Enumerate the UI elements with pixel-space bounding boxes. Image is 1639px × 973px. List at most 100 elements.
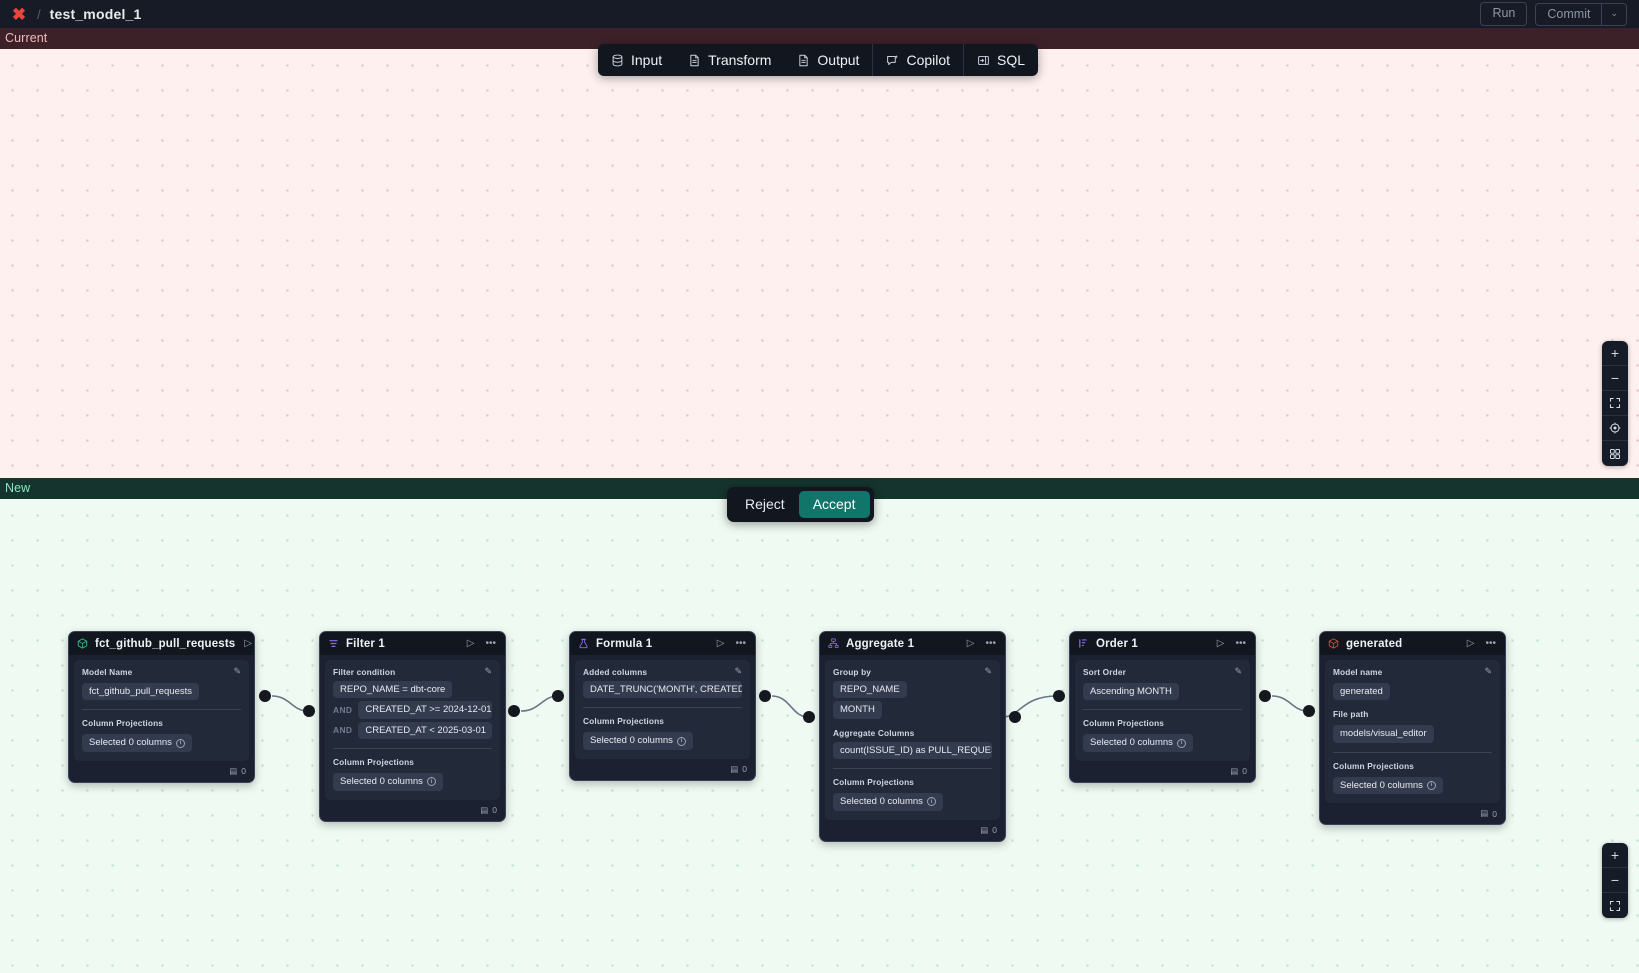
plus-icon[interactable]: + [1602,341,1628,366]
run-button[interactable]: Run [1480,1,1528,27]
app-logo-icon[interactable]: ✖ [11,4,27,24]
toolbar-item-output[interactable]: Output [784,44,872,76]
zoom-controls-new-pane: + − [1602,843,1628,918]
node-fct-github-pull-requests[interactable]: fct_github_pull_requests ▷ ••• Model Nam… [68,631,255,783]
value-chip[interactable]: REPO_NAME [833,681,907,699]
run-node-icon[interactable]: ▷ [1216,638,1225,649]
more-options-icon[interactable]: ••• [1485,638,1496,649]
rows-icon: ▤ [730,763,739,774]
node-body: Model name generated ✎ File path models/… [1325,660,1500,804]
node-title: Aggregate 1 [846,637,915,650]
node-title: Order 1 [1096,637,1138,650]
node-body: Group by REPO_NAME MONTH ✎ Aggregate Col… [825,660,1000,820]
field-label: Model Name [82,667,133,677]
node-footer: ▤ 0 [69,766,254,782]
breadcrumb-separator: / [37,6,41,22]
info-icon[interactable]: i [1426,780,1436,790]
node-header[interactable]: Formula 1 ▷ ••• [570,632,755,655]
node-order-1[interactable]: Order 1 ▷ ••• Sort Order Ascending MONTH… [1069,631,1256,783]
node-header[interactable]: Filter 1 ▷ ••• [320,632,505,655]
value-chip[interactable]: MONTH [833,701,882,719]
accept-button[interactable]: Accept [798,491,870,518]
minus-icon[interactable]: − [1602,868,1628,893]
edit-pencil-icon[interactable]: ✎ [734,666,742,676]
info-icon[interactable]: i [426,777,436,787]
edit-pencil-icon[interactable]: ✎ [233,666,241,676]
field-file-path: File path models/visual_editor [1333,709,1492,743]
field-filter-condition: Filter condition REPO_NAME = dbt-core AN… [333,666,492,740]
node-footer: ▤ 0 [1320,808,1505,824]
value-chip[interactable]: fct_github_pull_requests [82,683,199,701]
node-formula-1[interactable]: Formula 1 ▷ ••• Added columns DATE_TRUNC… [569,631,756,781]
value-chip[interactable]: count(ISSUE_ID) as PULL_REQUEST_... [833,741,992,760]
field-model-name: Model name generated ✎ [1333,666,1492,701]
field-model-name: Model Name fct_github_pull_requests ✎ [82,666,241,701]
more-options-icon[interactable]: ••• [735,638,746,649]
value-chip[interactable]: CREATED_AT < 2025-03-01 [358,721,492,740]
field-label: Aggregate Columns [833,727,915,738]
info-icon[interactable]: i [676,736,686,746]
value-chip[interactable]: CREATED_AT >= 2024-12-01 [358,701,492,719]
more-options-icon[interactable]: ••• [1235,638,1246,649]
node-filter-1[interactable]: Filter 1 ▷ ••• Filter condition REPO_NAM… [319,631,506,822]
rows-icon: ▤ [480,804,489,815]
node-header[interactable]: Order 1 ▷ ••• [1070,632,1255,655]
run-node-icon[interactable]: ▷ [466,638,475,649]
node-header[interactable]: Aggregate 1 ▷ ••• [820,632,1005,655]
pane-current[interactable]: Current [0,28,1639,478]
info-icon[interactable]: i [1176,738,1186,748]
run-node-icon[interactable]: ▷ [966,638,975,649]
field-label: Column Projections [583,716,665,727]
value-chip[interactable]: REPO_NAME = dbt-core [333,681,453,699]
toolbar-label: Input [631,52,663,68]
divider [333,748,492,750]
fit-view-icon[interactable] [1602,391,1628,416]
run-node-icon[interactable]: ▷ [244,638,253,649]
node-aggregate-1[interactable]: Aggregate 1 ▷ ••• Group by REPO_NAME MON… [819,631,1006,842]
plus-icon[interactable]: + [1602,843,1628,868]
value-chip[interactable]: generated [1333,683,1390,701]
toolbar-item-sql[interactable]: SQL [963,44,1038,76]
fit-view-icon[interactable] [1602,893,1628,918]
info-icon[interactable]: i [175,738,185,748]
node-header[interactable]: generated ▷ ••• [1320,632,1505,655]
value-chip[interactable]: DATE_TRUNC('MONTH', CREATED_AT... [583,681,742,699]
minus-icon[interactable]: − [1602,366,1628,391]
toolbar-item-transform[interactable]: Transform [675,44,784,76]
reject-button[interactable]: Reject [745,496,785,512]
info-icon[interactable]: i [926,797,936,807]
field-label: Column Projections [1333,760,1415,771]
top-bar-actions: Run Commit ⌄ [1480,1,1631,27]
field-group-by: Group by REPO_NAME MONTH ✎ [833,666,992,719]
lock-target-icon[interactable] [1602,416,1628,441]
field-label: Model name [1333,667,1383,677]
value-chip[interactable]: models/visual_editor [1333,725,1434,743]
chip-row: REPO_NAME [833,681,992,699]
run-node-icon[interactable]: ▷ [1466,638,1475,649]
toolbar-item-copilot[interactable]: Copilot [872,44,963,76]
edit-pencil-icon[interactable]: ✎ [484,666,492,676]
node-generated[interactable]: generated ▷ ••• Model name generated ✎ F… [1319,631,1506,826]
node-header[interactable]: fct_github_pull_requests ▷ ••• [69,632,254,655]
value-chip[interactable]: Ascending MONTH [1083,683,1179,701]
edit-pencil-icon[interactable]: ✎ [1484,666,1492,676]
commit-button-group[interactable]: Commit ⌄ [1535,2,1627,26]
more-options-icon[interactable]: ••• [985,638,996,649]
chevron-down-icon[interactable]: ⌄ [1601,3,1626,25]
field-label: Column Projections [333,757,415,768]
edit-pencil-icon[interactable]: ✎ [1234,666,1242,676]
edit-pencil-icon[interactable]: ✎ [984,666,992,676]
grid-icon[interactable] [1602,441,1628,466]
more-options-icon[interactable]: ••• [485,638,496,649]
toolbar-item-input[interactable]: Input [598,44,675,76]
run-node-icon[interactable]: ▷ [716,638,725,649]
commit-button[interactable]: Commit [1547,6,1591,21]
